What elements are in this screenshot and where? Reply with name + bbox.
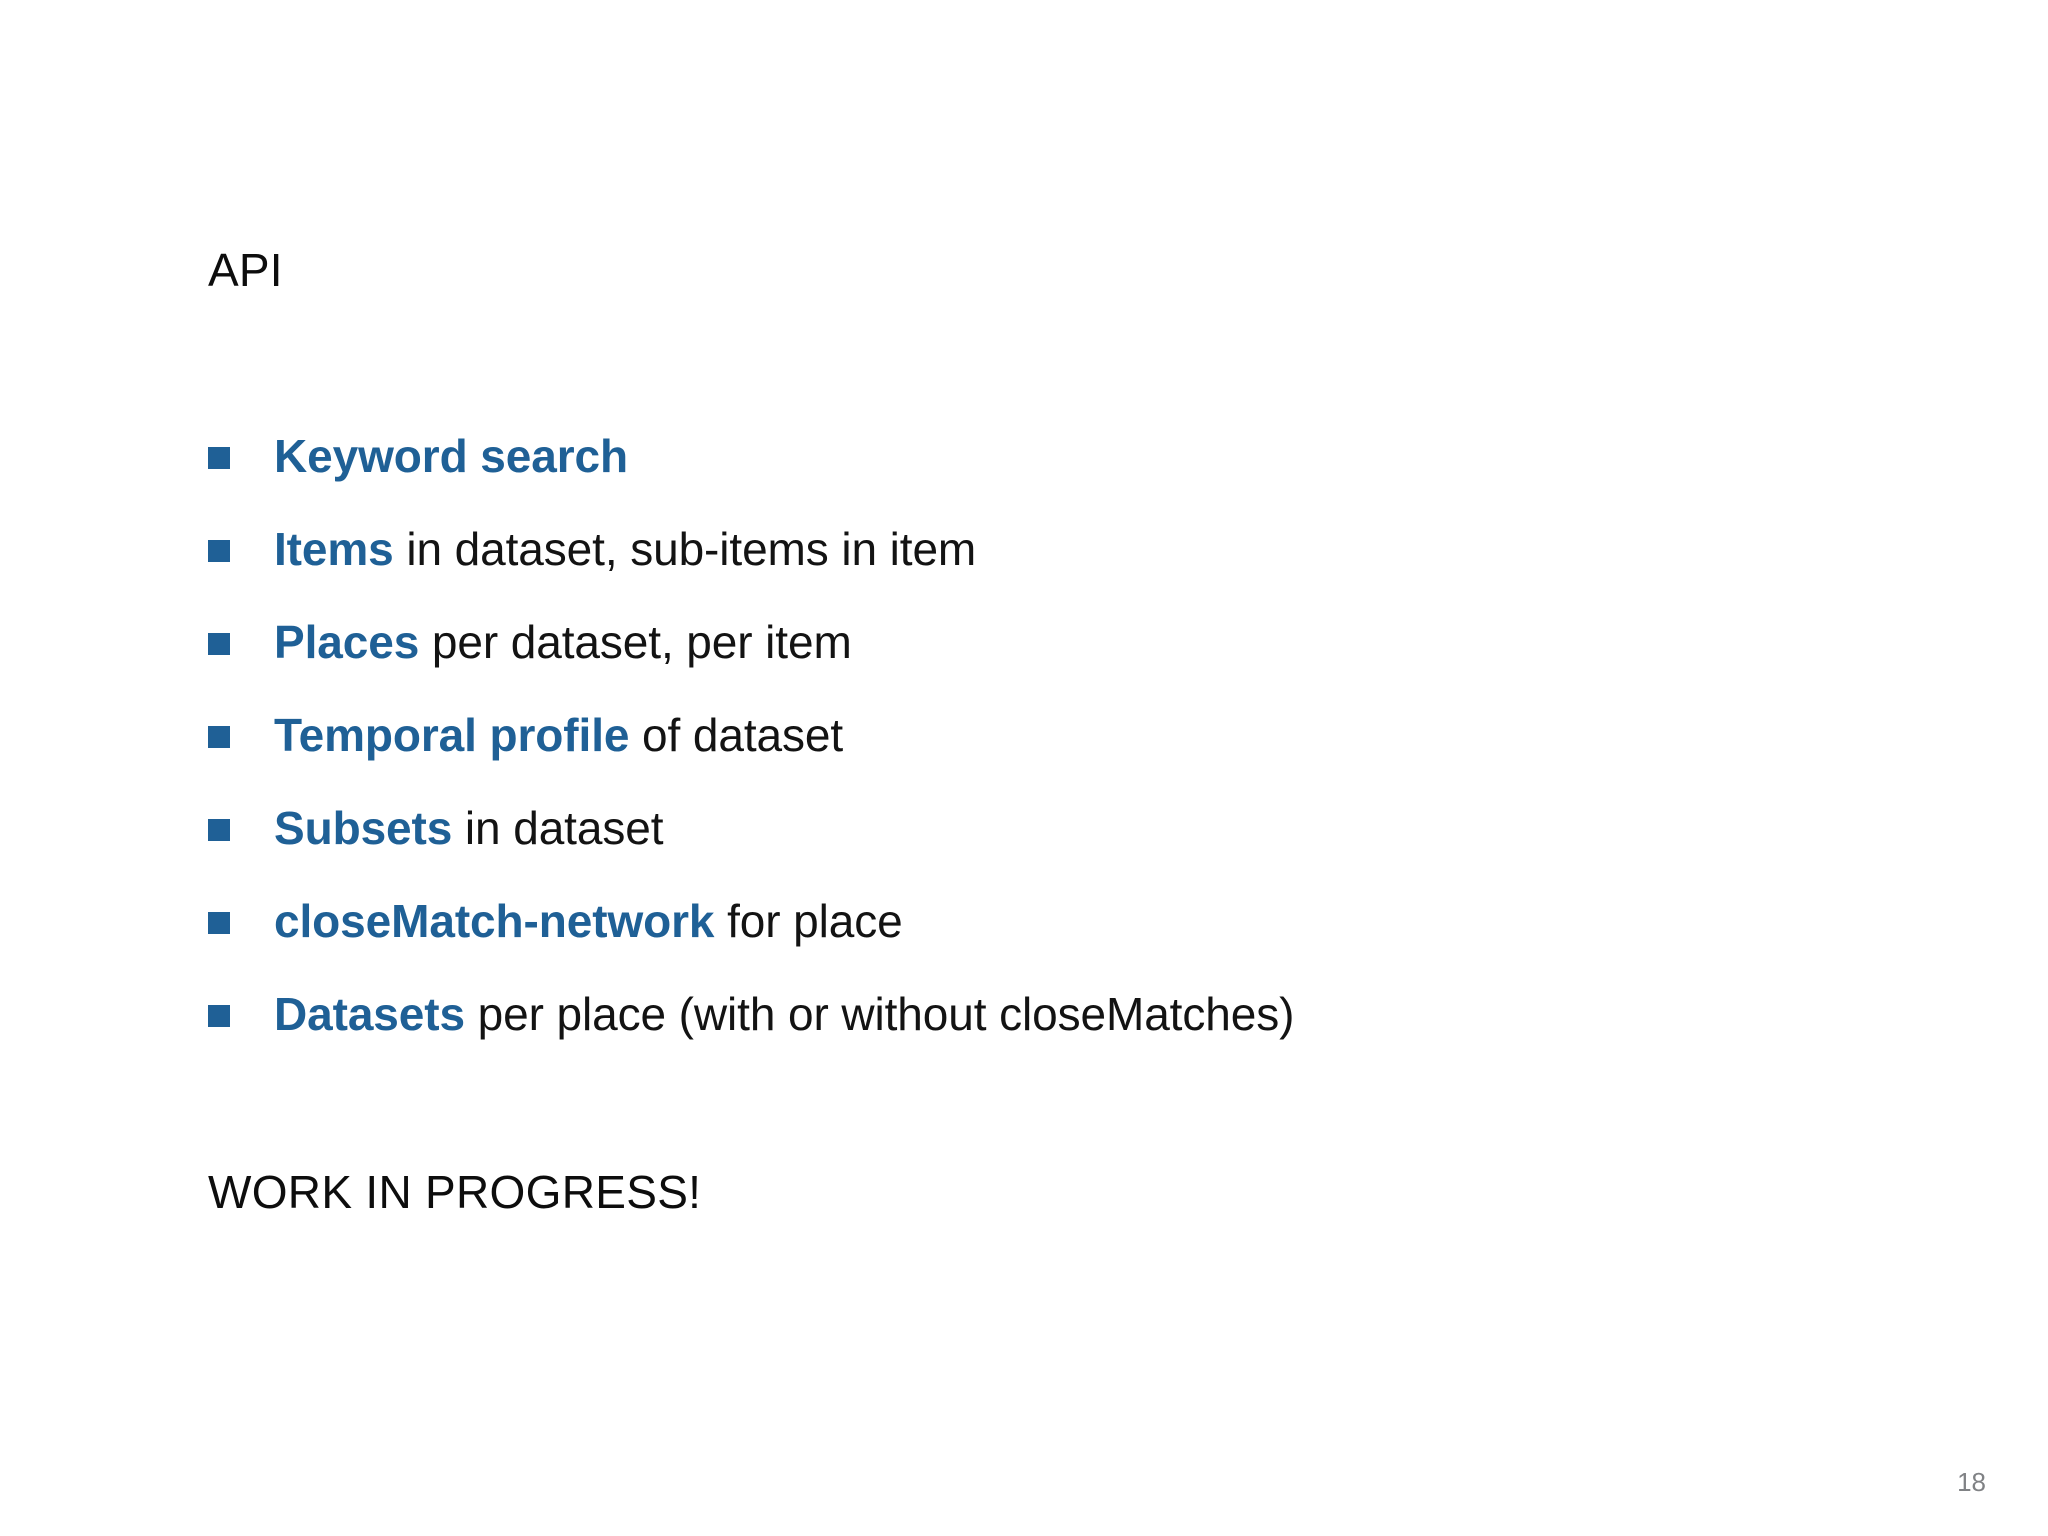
- list-item: Items in dataset, sub-items in item: [208, 518, 1828, 611]
- list-item-text: Datasets per place (with or without clos…: [274, 983, 1828, 1045]
- list-item-keyword: Places: [274, 616, 420, 668]
- list-item: Subsets in dataset: [208, 797, 1828, 890]
- list-item-detail: of dataset: [629, 709, 844, 761]
- square-bullet-icon: [208, 540, 230, 562]
- list-item-text: Places per dataset, per item: [274, 611, 1828, 673]
- list-item-keyword: Temporal profile: [274, 709, 630, 761]
- list-item: Temporal profile of dataset: [208, 704, 1828, 797]
- list-item-detail: in dataset: [452, 802, 664, 854]
- list-item-keyword: Keyword search: [274, 430, 628, 482]
- list-item-text: closeMatch-network for place: [274, 890, 1828, 952]
- page-number: 18: [1957, 1467, 1986, 1497]
- list-item: Places per dataset, per item: [208, 611, 1828, 704]
- list-item-text: Items in dataset, sub-items in item: [274, 518, 1828, 580]
- list-item-detail: in dataset, sub-items in item: [393, 523, 977, 575]
- list-item: closeMatch-network for place: [208, 890, 1828, 983]
- list-item-text: Temporal profile of dataset: [274, 704, 1828, 766]
- square-bullet-icon: [208, 633, 230, 655]
- list-item-detail: per dataset, per item: [419, 616, 852, 668]
- list-item-text: Keyword search: [274, 425, 1828, 487]
- api-feature-list: Keyword search Items in dataset, sub-ite…: [208, 425, 1828, 1076]
- square-bullet-icon: [208, 1005, 230, 1027]
- page-title: API: [208, 244, 283, 296]
- list-item-keyword: closeMatch-network: [274, 895, 715, 947]
- list-item: Keyword search: [208, 425, 1828, 518]
- status-note: WORK IN PROGRESS!: [208, 1166, 702, 1218]
- square-bullet-icon: [208, 819, 230, 841]
- square-bullet-icon: [208, 447, 230, 469]
- list-item-keyword: Datasets: [274, 988, 465, 1040]
- list-item: Datasets per place (with or without clos…: [208, 983, 1828, 1076]
- list-item-detail: per place (with or without closeMatches): [464, 988, 1295, 1040]
- list-item-detail: for place: [714, 895, 903, 947]
- square-bullet-icon: [208, 912, 230, 934]
- list-item-text: Subsets in dataset: [274, 797, 1828, 859]
- list-item-keyword: Items: [274, 523, 394, 575]
- square-bullet-icon: [208, 726, 230, 748]
- list-item-keyword: Subsets: [274, 802, 453, 854]
